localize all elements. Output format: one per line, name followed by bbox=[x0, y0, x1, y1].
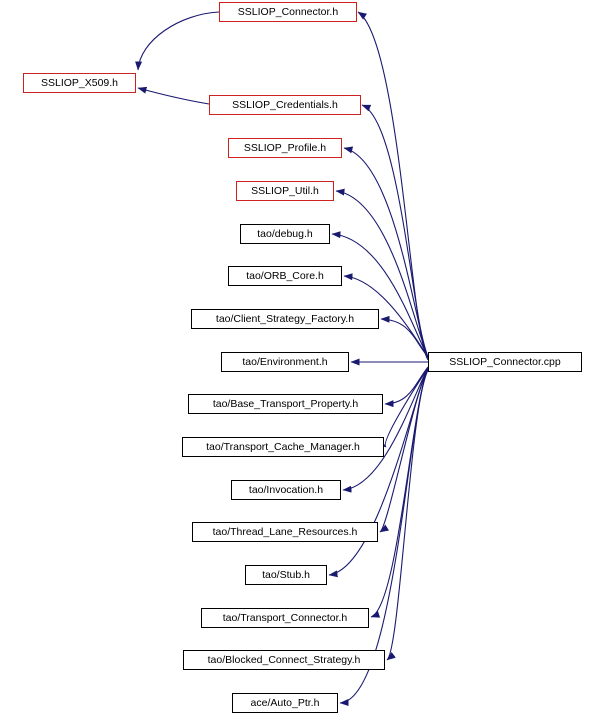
node-label: tao/debug.h bbox=[257, 227, 313, 240]
node-label: SSLIOP_Credentials.h bbox=[232, 98, 338, 111]
node-tao-base-transport-property-h[interactable]: tao/Base_Transport_Property.h bbox=[188, 394, 383, 414]
node-label: tao/Transport_Cache_Manager.h bbox=[206, 440, 360, 453]
node-label: SSLIOP_Util.h bbox=[251, 184, 319, 197]
node-ace-auto-ptr-h[interactable]: ace/Auto_Ptr.h bbox=[232, 693, 338, 713]
node-tao-blocked-connect-strategy-h[interactable]: tao/Blocked_Connect_Strategy.h bbox=[183, 650, 385, 670]
node-tao-stub-h[interactable]: tao/Stub.h bbox=[245, 565, 327, 585]
node-label: tao/Base_Transport_Property.h bbox=[212, 397, 359, 410]
node-ssliop-credentials-h[interactable]: SSLIOP_Credentials.h bbox=[209, 95, 361, 115]
node-ssliop-util-h[interactable]: SSLIOP_Util.h bbox=[236, 181, 334, 201]
node-label: SSLIOP_Connector.cpp bbox=[449, 355, 561, 368]
edge-to-tao-transport-cache-manager-h bbox=[377, 367, 429, 448]
edge-connector-h-to-x509 bbox=[135, 11, 220, 71]
node-tao-client-strategy-factory-h[interactable]: tao/Client_Strategy_Factory.h bbox=[191, 309, 379, 329]
node-ssliop-connector-h[interactable]: SSLIOP_Connector.h bbox=[219, 2, 357, 22]
node-label: SSLIOP_X509.h bbox=[40, 76, 119, 89]
node-tao-debug-h[interactable]: tao/debug.h bbox=[240, 224, 330, 244]
edge-to-tao-client-strategy-factory-h bbox=[380, 315, 429, 358]
node-ssliop-profile-h[interactable]: SSLIOP_Profile.h bbox=[228, 138, 342, 158]
node-label: SSLIOP_Profile.h bbox=[243, 141, 327, 154]
node-label: tao/Environment.h bbox=[242, 355, 328, 368]
node-label: tao/Client_Strategy_Factory.h bbox=[215, 312, 355, 325]
node-label: tao/Thread_Lane_Resources.h bbox=[212, 525, 358, 538]
edge-to-tao-debug-h bbox=[331, 231, 429, 358]
node-label: tao/Blocked_Connect_Strategy.h bbox=[207, 653, 361, 666]
node-ssliop-connector-cpp[interactable]: SSLIOP_Connector.cpp bbox=[428, 352, 582, 372]
edge-to-tao-base-transport-property-h bbox=[384, 366, 429, 408]
node-tao-invocation-h[interactable]: tao/Invocation.h bbox=[231, 480, 341, 500]
node-tao-transport-cache-manager-h[interactable]: tao/Transport_Cache_Manager.h bbox=[182, 437, 384, 457]
node-ssliop-x509-h[interactable]: SSLIOP_X509.h bbox=[23, 73, 136, 93]
node-tao-orb-core-h[interactable]: tao/ORB_Core.h bbox=[228, 266, 342, 286]
node-label: SSLIOP_Connector.h bbox=[237, 5, 339, 18]
edge-to-tao-blocked-connect-strategy-h bbox=[386, 368, 429, 661]
edge-to-ssliop-util-h bbox=[335, 188, 429, 358]
edge-to-tao-thread-lane-resources-h bbox=[379, 367, 429, 533]
node-tao-environment-h[interactable]: tao/Environment.h bbox=[221, 352, 349, 372]
node-tao-transport-connector-h[interactable]: tao/Transport_Connector.h bbox=[201, 608, 369, 628]
edge-to-ssliop-connector-h bbox=[357, 11, 429, 361]
edge-to-tao-invocation-h bbox=[342, 367, 429, 493]
node-label: tao/ORB_Core.h bbox=[246, 269, 324, 282]
node-label: ace/Auto_Ptr.h bbox=[250, 696, 320, 709]
node-label: tao/Transport_Connector.h bbox=[222, 611, 348, 624]
node-tao-thread-lane-resources-h[interactable]: tao/Thread_Lane_Resources.h bbox=[192, 522, 378, 542]
edge-credentials-h-to-x509 bbox=[137, 86, 210, 105]
node-label: tao/Invocation.h bbox=[248, 483, 324, 496]
node-label: tao/Stub.h bbox=[262, 568, 310, 581]
